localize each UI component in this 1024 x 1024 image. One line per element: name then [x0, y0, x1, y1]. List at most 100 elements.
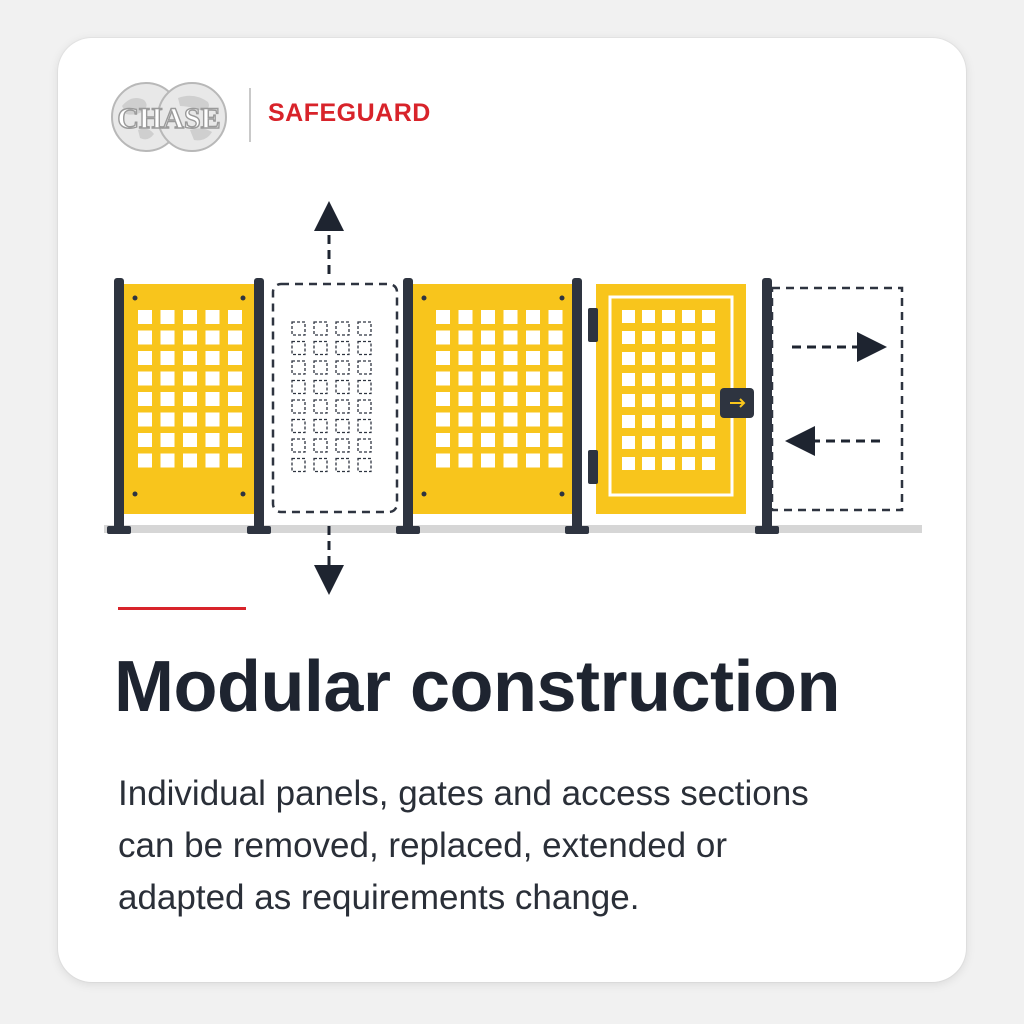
removable-panel	[271, 282, 399, 514]
dashed-mesh-grid	[291, 321, 372, 473]
mesh-cell	[682, 331, 695, 344]
latch-icon	[720, 388, 754, 418]
chase-logo: CHASE	[111, 82, 227, 152]
mesh-cell	[481, 412, 495, 427]
mesh-cell	[335, 418, 350, 434]
mesh-cell	[662, 310, 675, 323]
mesh-cell	[702, 373, 715, 386]
mesh-cell	[160, 310, 175, 324]
mesh-cell	[622, 331, 635, 344]
mesh-cell	[622, 394, 635, 407]
mesh-cell	[291, 418, 306, 434]
description: Individual panels, gates and access sect…	[118, 768, 878, 924]
description-line: can be removed, replaced, extended or	[118, 826, 727, 865]
mesh-cell	[481, 392, 495, 406]
mesh-cell	[205, 392, 220, 406]
mesh-cell	[642, 436, 655, 449]
mesh-cell	[138, 310, 152, 324]
mesh-cell	[662, 394, 675, 407]
mesh-cell	[702, 436, 715, 449]
mesh-cell	[160, 412, 175, 427]
mesh-cell	[138, 412, 152, 427]
mesh-cell	[138, 371, 152, 386]
mesh-cell	[548, 453, 563, 468]
mesh-cell	[228, 433, 242, 447]
mesh-cell	[291, 379, 306, 395]
description-line: adapted as requirements change.	[118, 878, 640, 917]
fixed-panel-left	[124, 284, 254, 514]
mesh-cell	[313, 438, 328, 453]
mesh-cell	[662, 373, 675, 386]
mesh-cell	[436, 392, 450, 406]
mesh-cell	[335, 379, 350, 395]
post	[396, 278, 420, 534]
mesh-cell	[205, 371, 220, 386]
mesh-cell	[228, 310, 242, 324]
mesh-cell	[183, 433, 197, 447]
extension-section	[770, 286, 904, 512]
mesh-cell	[357, 379, 372, 395]
mesh-cell	[481, 371, 495, 386]
fixed-panel-center	[410, 284, 574, 514]
mesh-cell	[183, 330, 197, 345]
hinge-icon	[588, 450, 598, 484]
mesh-cell	[357, 321, 372, 336]
mesh-cell	[138, 392, 152, 406]
mesh-cell	[548, 371, 563, 386]
mesh-cell	[503, 412, 518, 427]
mesh-cell	[481, 310, 495, 324]
hinge-icon	[588, 308, 598, 342]
mesh-cell	[622, 352, 635, 365]
mesh-cell	[548, 330, 563, 345]
mesh-cell	[662, 331, 675, 344]
mesh-cell	[313, 360, 328, 375]
mesh-cell	[642, 415, 655, 428]
mesh-cell	[357, 438, 372, 453]
brand-label: SAFEGUARD	[268, 99, 431, 127]
mesh-cell	[642, 457, 655, 470]
mesh-cell	[702, 415, 715, 428]
mesh-cell	[458, 412, 473, 427]
mesh-cell	[335, 340, 350, 356]
mesh-cell	[702, 394, 715, 407]
mesh-cell	[526, 392, 540, 406]
mesh-cell	[436, 371, 450, 386]
post	[565, 278, 589, 534]
mesh-cell	[458, 453, 473, 468]
mesh-cell	[622, 457, 635, 470]
mesh-cell	[160, 330, 175, 345]
mesh-cell	[622, 310, 635, 323]
mesh-cell	[702, 457, 715, 470]
mesh-cell	[183, 310, 197, 324]
mesh-cell	[682, 310, 695, 323]
mesh-cell	[548, 351, 563, 365]
mesh-cell	[138, 433, 152, 447]
mesh-cell	[458, 433, 473, 447]
mesh-cell	[682, 457, 695, 470]
description-line: Individual panels, gates and access sect…	[118, 774, 809, 813]
mesh-cell	[228, 371, 242, 386]
mesh-cell	[160, 433, 175, 447]
mesh-cell	[205, 433, 220, 447]
mesh-cell	[642, 310, 655, 323]
mesh-cell	[228, 330, 242, 345]
mesh-cell	[138, 330, 152, 345]
mesh-cell	[436, 330, 450, 345]
mesh-cell	[183, 453, 197, 468]
mesh-cell	[682, 436, 695, 449]
logo-divider	[249, 88, 251, 142]
mesh-cell	[622, 436, 635, 449]
mesh-cell	[160, 351, 175, 365]
mesh-cell	[503, 330, 518, 345]
page-title: Modular construction	[114, 647, 841, 727]
mesh-cell	[548, 392, 563, 406]
post	[755, 278, 779, 534]
logo-text: CHASE	[117, 102, 220, 135]
mesh-cell	[335, 438, 350, 453]
mesh-cell	[642, 394, 655, 407]
mesh-cell	[160, 392, 175, 406]
modular-fence-diagram	[104, 201, 922, 595]
mesh-cell	[291, 438, 306, 453]
mesh-cell	[205, 330, 220, 345]
mesh-cell	[458, 371, 473, 386]
